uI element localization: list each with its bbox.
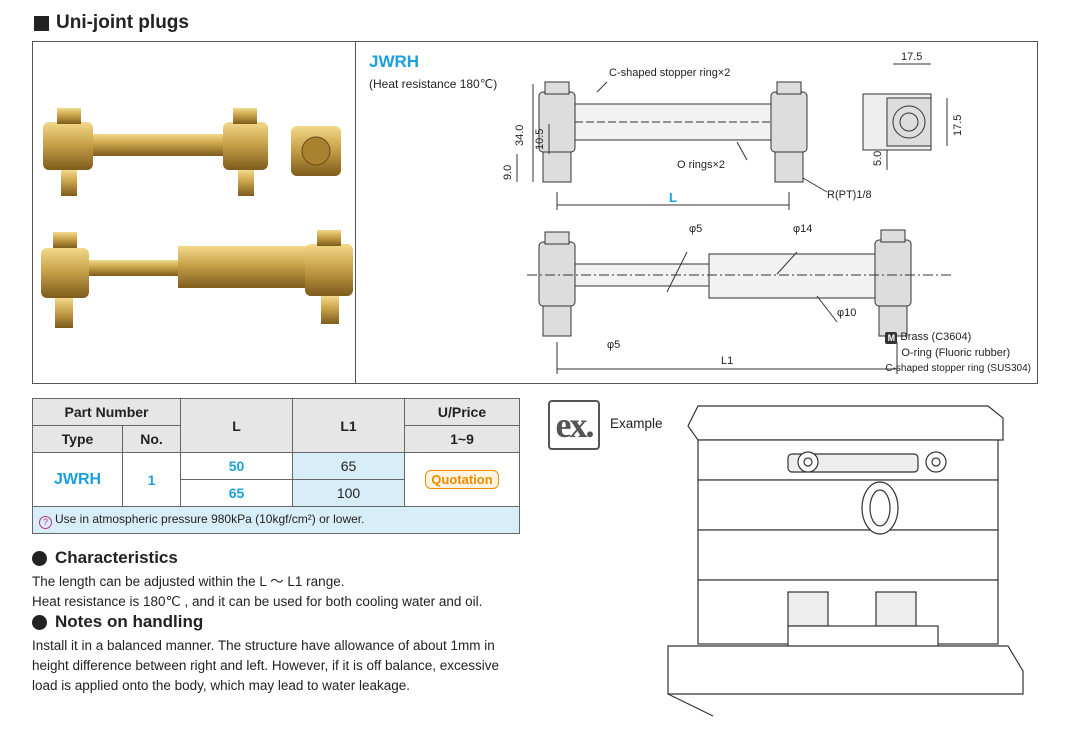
bullet-dot-icon (32, 550, 47, 566)
cell-no: 1 (122, 452, 181, 507)
label-phi5-bottom: φ5 (607, 339, 620, 351)
material-line-2: O-ring (Fluoric rubber) (901, 347, 1011, 359)
product-photo (41, 108, 353, 328)
cap-right-2 (317, 230, 341, 246)
label-phi5-top: φ5 (689, 223, 702, 235)
material-line-3: C-shaped stopper ring (SUS304) (885, 363, 1031, 374)
cap-left (57, 108, 81, 124)
example-illustration (667, 405, 1024, 717)
handling-body: Install it in a balanced manner. The str… (32, 636, 522, 696)
joint-body-right (223, 122, 268, 170)
th-part-number: Part Number (32, 398, 181, 426)
label-dim-90: 9.0 (502, 165, 514, 180)
label-stopper-ring: C-shaped stopper ring×2 (609, 67, 730, 79)
label-dim-L: L (669, 190, 677, 205)
table-row: JWRH 1 50 65 Quotation (32, 452, 520, 507)
label-o-rings: O rings×2 (677, 159, 725, 171)
technical-drawing-panel: JWRH (Heat resistance 180℃) (357, 42, 1037, 383)
th-L1: L1 (292, 398, 405, 453)
quotation-button[interactable]: Quotation (425, 470, 499, 489)
tube-thin (88, 260, 198, 276)
cell-L: 50 (180, 452, 293, 480)
end-view-hole (301, 136, 331, 166)
joint-body-left (43, 122, 93, 170)
characteristics-line-1: The length can be adjusted within the L … (32, 574, 345, 589)
page-title-text: Uni-joint plugs (56, 12, 189, 33)
material-badge-icon: M (885, 332, 898, 344)
example-badge-icon: ex. (548, 400, 600, 450)
handling-line-3: load is applied onto the body, which may… (32, 678, 410, 693)
th-qty: 1~9 (404, 425, 520, 453)
joint-body-right-2 (305, 244, 353, 296)
bullet-dot-icon (32, 614, 47, 630)
th-uprice: U/Price (404, 398, 520, 426)
cell-price: Quotation (404, 452, 520, 507)
characteristics-heading: Characteristics (32, 548, 178, 568)
spec-table: Part Number L L1 U/Price Type No. 1~9 JW… (32, 398, 520, 534)
cap-left-2 (53, 232, 77, 248)
label-dim-L1: L1 (721, 355, 733, 367)
handling-line-1: Install it in a balanced manner. The str… (32, 638, 495, 653)
characteristics-body: The length can be adjusted within the L … (32, 572, 522, 612)
heading-square-icon (34, 15, 49, 31)
label-dim-105: 10.5 (534, 129, 546, 150)
label-dim-34: 34.0 (514, 125, 526, 146)
cell-L1: 100 (292, 479, 405, 507)
thread-right-2 (321, 296, 339, 324)
handling-heading: Notes on handling (32, 612, 203, 632)
cell-type: JWRH (32, 452, 123, 507)
handling-line-2: height difference between right and left… (32, 658, 500, 673)
tube-short (83, 134, 233, 156)
thread-left-2 (55, 298, 73, 328)
cell-L1: 65 (292, 452, 405, 480)
cell-L: 65 (180, 479, 293, 507)
label-phi14: φ14 (793, 223, 812, 235)
label-dim-50: 5.0 (872, 151, 884, 166)
product-name: JWRH (369, 52, 420, 71)
thread-left (61, 170, 77, 196)
cap-right (233, 108, 257, 124)
joint-body-left-2 (41, 248, 89, 298)
table-note: Use in atmospheric pressure 980kPa (10kg… (55, 511, 365, 526)
tube-thick (178, 246, 318, 288)
th-no: No. (122, 425, 181, 453)
label-phi10: φ10 (837, 307, 856, 319)
material-line-1: Brass (C3604) (900, 331, 972, 343)
page-title: Uni-joint plugs (34, 12, 189, 34)
label-dim-175-side: 17.5 (952, 115, 964, 136)
label-dim-175-top: 17.5 (901, 51, 922, 63)
caution-bulb-icon: ? (39, 515, 52, 529)
thread-right (238, 170, 254, 196)
product-figure-frame: JWRH (Heat resistance 180℃) (32, 41, 1038, 384)
dimension-drawing: C-shaped stopper ring×2 O rings×2 R(PT)1… (502, 51, 964, 374)
example-label: Example (610, 416, 663, 431)
table-note-row: ?Use in atmospheric pressure 980kPa (10k… (32, 506, 520, 534)
product-subtitle: (Heat resistance 180℃) (369, 77, 498, 91)
th-type: Type (32, 425, 123, 453)
product-photo-panel (33, 42, 356, 383)
th-L: L (180, 398, 293, 453)
label-thread: R(PT)1/8 (827, 189, 872, 201)
characteristics-line-2: Heat resistance is 180℃ , and it can be … (32, 594, 483, 609)
